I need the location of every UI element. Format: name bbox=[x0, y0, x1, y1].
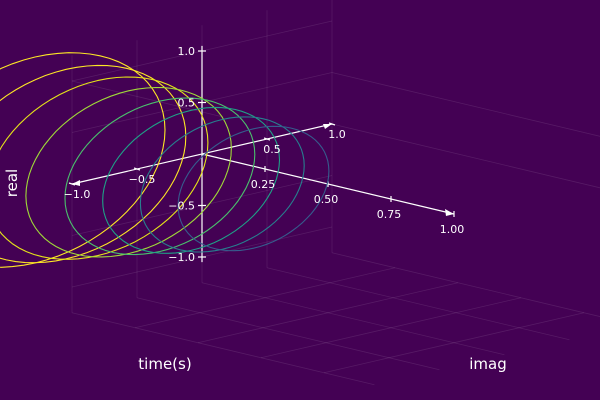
z-tick-label: 0.5 bbox=[178, 97, 196, 110]
grid-line-floor-2 bbox=[201, 282, 505, 356]
series-circle-6 bbox=[139, 116, 305, 253]
y-tick-label: −0.5 bbox=[129, 173, 156, 186]
grid-line-floor-time-1 bbox=[197, 282, 459, 344]
x-axis-label: time(s) bbox=[138, 355, 191, 373]
x-tick-label: 0.25 bbox=[251, 178, 276, 191]
y-tick-label: −1.0 bbox=[64, 188, 91, 201]
grid-line-floor-3 bbox=[266, 267, 570, 341]
y-tick-mark bbox=[263, 137, 271, 141]
y-tick-mark bbox=[133, 167, 141, 171]
grid-line-floor-1 bbox=[136, 297, 440, 371]
x-tick-label: 1.00 bbox=[440, 223, 465, 236]
y-tick-mark bbox=[328, 122, 336, 126]
tick-labels: 0.25 0.50 0.75 1.00 −1.0 −0.5 0.5 1.0 −1.0 −0.5 0.… bbox=[64, 45, 465, 264]
x-tick-label: 0.50 bbox=[314, 193, 339, 206]
y-axis-arrow bbox=[323, 124, 332, 129]
series-circle-4 bbox=[64, 97, 256, 256]
y-axis-arrow-neg bbox=[72, 180, 80, 186]
z-tick-label: −0.5 bbox=[168, 200, 195, 213]
grid-line-floor-0 bbox=[71, 312, 375, 386]
grid-line-floor-time-3 bbox=[323, 312, 585, 374]
z-tick-label: −1.0 bbox=[168, 251, 195, 264]
y-tick-label: 0.5 bbox=[263, 143, 281, 156]
grid-line-far-2 bbox=[71, 80, 224, 118]
series-circle-7 bbox=[177, 125, 330, 252]
x-axis-arrow bbox=[445, 209, 454, 216]
z-tick-label: 1.0 bbox=[178, 45, 196, 58]
curves bbox=[0, 52, 330, 268]
z-axis-label: real bbox=[3, 169, 21, 197]
x-tick-label: 0.75 bbox=[377, 208, 402, 221]
grid-line-floor-time-0 bbox=[134, 267, 396, 329]
grid-line-floor-time-2 bbox=[260, 297, 522, 359]
axes bbox=[68, 45, 455, 263]
series-circle-3 bbox=[25, 86, 232, 258]
y-axis-label: imag bbox=[469, 355, 507, 373]
grid-line-far-1 bbox=[331, 123, 600, 189]
series-circle-5 bbox=[102, 106, 281, 254]
grid-line-floor-4 bbox=[331, 252, 600, 317]
grid-line-far-0 bbox=[331, 72, 600, 137]
y-tick-label: 1.0 bbox=[328, 128, 346, 141]
series-circle-2 bbox=[0, 76, 209, 260]
y-tick-mark bbox=[68, 182, 76, 186]
